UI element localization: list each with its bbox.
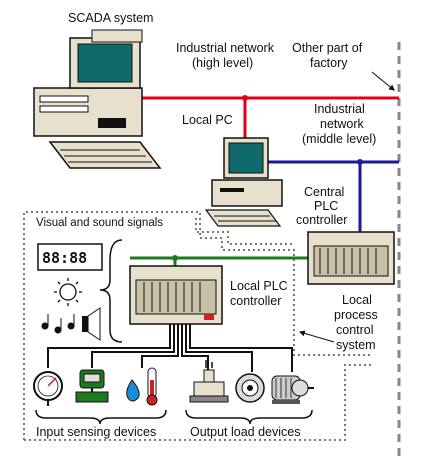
input-devices-bracket (35, 409, 167, 425)
high-network-label-1: Industrial network (176, 41, 275, 55)
input-devices-label: Input sensing devices (36, 425, 156, 439)
speaker-icon (82, 307, 101, 341)
central-plc-label-1: Central (304, 185, 344, 199)
local-pc-icon (204, 137, 283, 227)
middle-network-label-2: network (320, 117, 365, 131)
local-process-arrow (298, 330, 335, 343)
local-plc-label-1: Local PLC (230, 279, 288, 293)
high-network-label-2: (high level) (192, 56, 253, 70)
water-drop-icon (126, 379, 140, 402)
other-part-label-1: Other part of (292, 41, 363, 55)
visual-sound-label: Visual and sound signals (36, 217, 163, 229)
local-process-label-2: process (334, 308, 378, 322)
central-plc-label-2: PLC (314, 199, 338, 213)
thermometer-icon (146, 367, 158, 406)
light-bulb-icon (54, 278, 82, 306)
high-level-junction (242, 95, 248, 101)
other-part-arrow (371, 71, 395, 91)
output-devices-label: Output load devices (190, 425, 301, 439)
scada-label: SCADA system (68, 11, 153, 25)
heater-icon (189, 360, 229, 403)
local-process-boundary-bottom (24, 364, 372, 441)
local-process-label-1: Local (342, 293, 372, 307)
middle-level-junction (357, 159, 363, 165)
local-process-label-4: system (336, 338, 376, 352)
central-plc-label-3: controller (296, 213, 347, 227)
local-network-junction (172, 255, 178, 261)
local-plc-icon (129, 265, 223, 325)
local-process-boundary (23, 211, 372, 440)
electric-motor-icon (271, 375, 314, 404)
middle-network-label-3: (middle level) (302, 132, 376, 146)
local-plc-label-2: controller (230, 294, 281, 308)
central-plc-icon (307, 231, 395, 285)
device-wiring (47, 324, 293, 372)
local-pc-boundary (195, 218, 294, 245)
signals-bracket (99, 239, 123, 343)
local-process-label-3: control (336, 323, 374, 337)
middle-network-label-1: Industrial (314, 102, 365, 116)
svg-text:88:88: 88:88 (42, 249, 87, 267)
other-part-label-2: factory (310, 56, 348, 70)
pump-icon (235, 373, 265, 403)
music-notes-icon (41, 314, 75, 334)
scada-computer-icon (33, 29, 162, 169)
local-pc-label: Local PC (182, 113, 233, 127)
pressure-gauge-icon (33, 371, 63, 406)
seven-segment-display-icon: 88:88 (37, 243, 103, 271)
output-devices-bracket (185, 409, 313, 425)
flow-meter-icon (75, 369, 109, 403)
